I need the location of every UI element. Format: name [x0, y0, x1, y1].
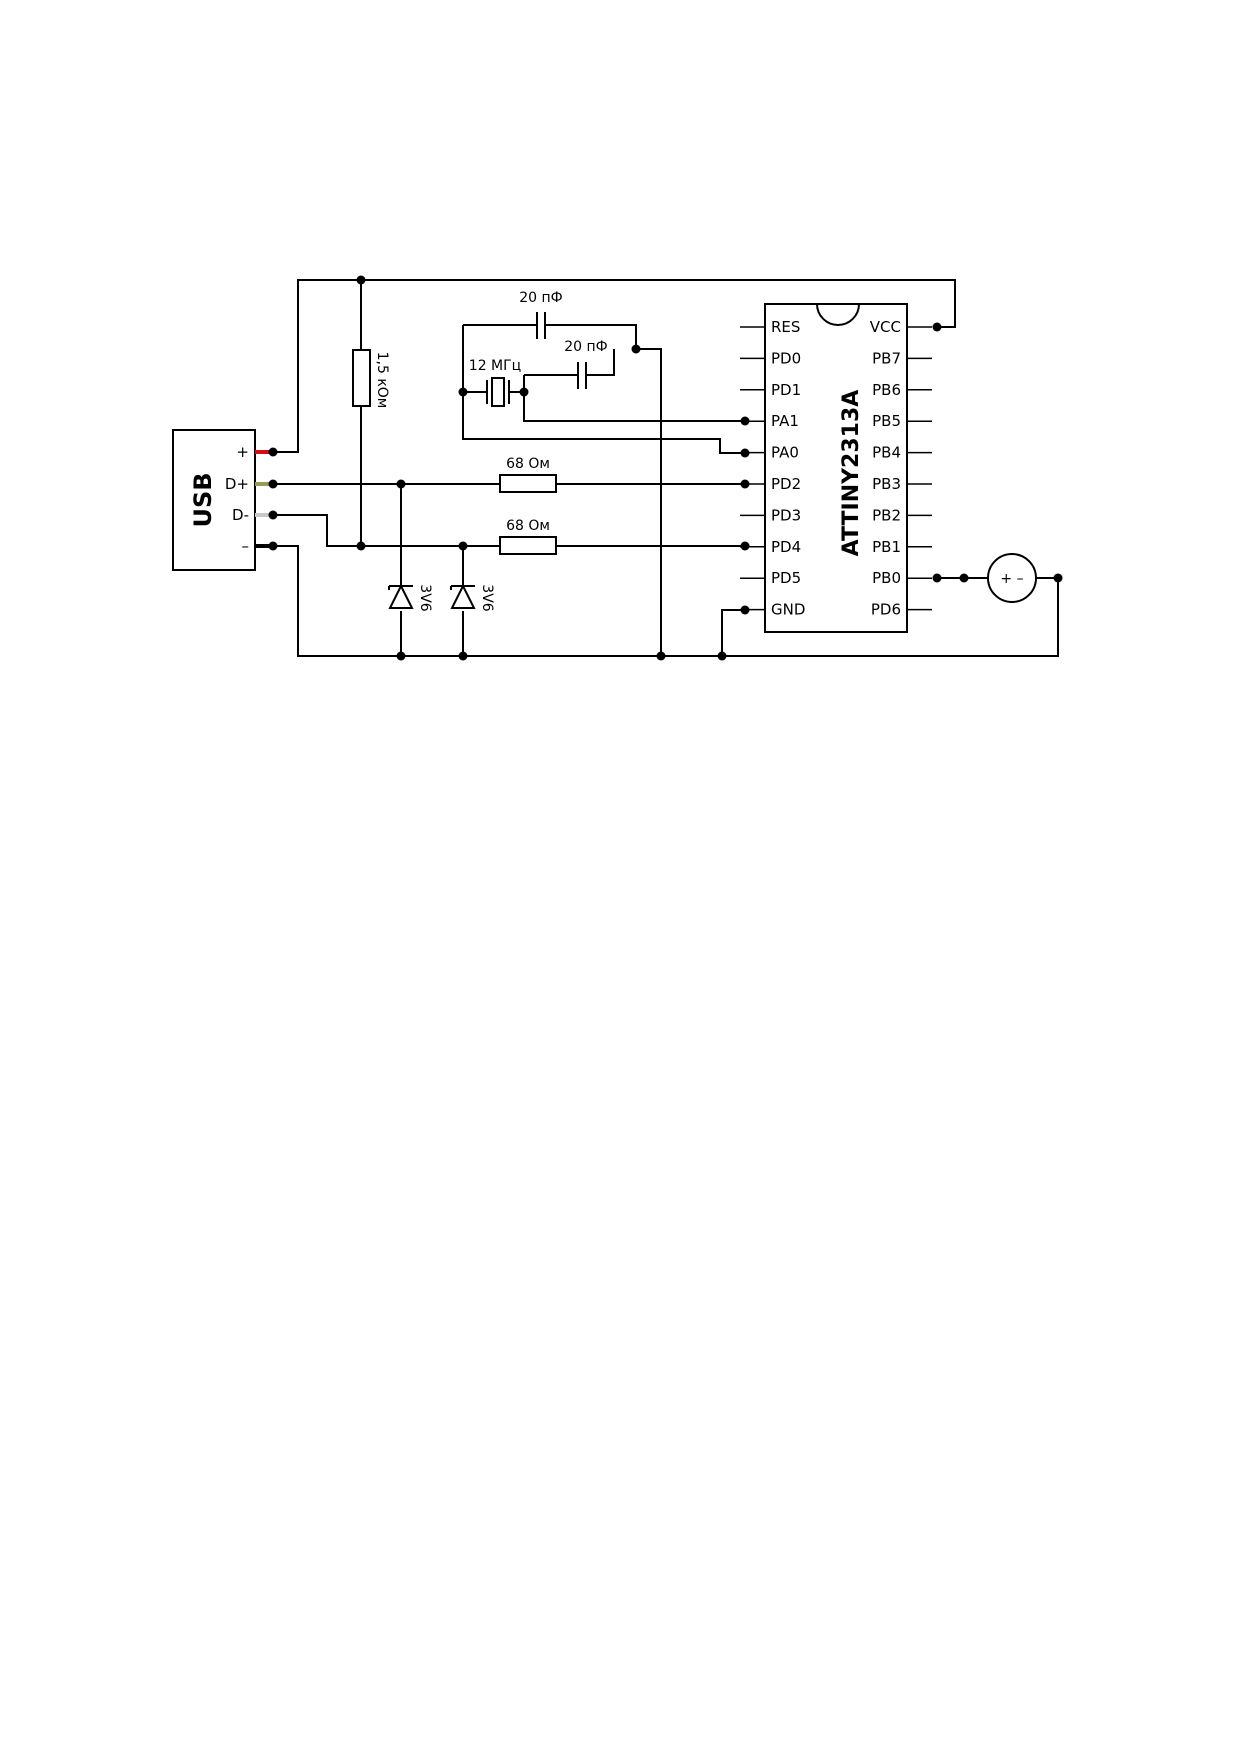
- junction-dot: [1053, 573, 1063, 583]
- zener-1-label: 3V6: [417, 584, 433, 611]
- wire-cap-top-right: [545, 324, 637, 349]
- chip-pin-label-pb1: PB1: [872, 538, 901, 556]
- junction-dot: [268, 447, 278, 457]
- resistor-dplus-body: [499, 474, 557, 493]
- capacitor-bottom-label: 20 пФ: [564, 339, 607, 355]
- chip-pin-label-pb0: PB0: [872, 569, 901, 587]
- resistor-dminus: 68 Ом: [499, 518, 557, 555]
- junction-dot: [740, 448, 750, 458]
- usb-connector: USB + D+ D- –: [172, 429, 270, 571]
- junction-dot: [268, 541, 278, 551]
- junction-dot: [740, 479, 750, 489]
- zener-2-label: 3V6: [479, 584, 495, 611]
- chip-pin-label-pd6: PD6: [871, 601, 901, 619]
- wire-gnd-rail: [265, 545, 1059, 657]
- crystal: 12 МГц: [469, 358, 521, 407]
- chip-pin-label-vcc: VCC: [870, 318, 901, 336]
- usb-pin-vbus-label: +: [236, 443, 249, 461]
- junction-dot: [932, 322, 942, 332]
- junction-dot: [268, 479, 278, 489]
- chip-pin-label-pb3: PB3: [872, 475, 901, 493]
- junction-dot: [959, 573, 969, 583]
- chip-notch: [816, 303, 860, 326]
- zener-2-bar: [450, 585, 475, 590]
- wire-pa1: [523, 375, 745, 422]
- junction-dot: [631, 344, 641, 354]
- usb-pin-dplus-label: D+: [225, 475, 249, 493]
- wire-chip-gnd: [721, 609, 745, 656]
- wire-cap-bottom-right: [586, 349, 615, 376]
- chip-pin-label-pb7: PB7: [872, 349, 901, 367]
- chip-pin-label-pb2: PB2: [872, 506, 901, 524]
- crystal-body: [491, 377, 505, 407]
- usb-pin-gnd-label: –: [242, 537, 250, 555]
- chip-body: [764, 303, 908, 633]
- wires: [265, 279, 1059, 657]
- junction-dot: [356, 275, 366, 285]
- zener-2-gap: [452, 585, 474, 611]
- zener-1-bar: [388, 585, 413, 590]
- junction-dot: [268, 510, 278, 520]
- pullup-resistor-label: 1,5 кОм: [374, 352, 390, 409]
- junction-dot: [356, 541, 366, 551]
- resistor-dminus-label: 68 Ом: [506, 518, 550, 534]
- junction-dot: [740, 605, 750, 615]
- chip-pin-label-pd3: PD3: [771, 506, 801, 524]
- capacitor-bottom: 20 пФ: [564, 339, 608, 389]
- resistor-dplus: 68 Ом: [499, 456, 557, 493]
- chip-pin-label-pb6: PB6: [872, 381, 901, 399]
- resistor-dminus-body: [499, 536, 557, 555]
- chip-pin-label-pd2: PD2: [771, 475, 801, 493]
- capacitor-top: 20 пФ: [519, 290, 563, 339]
- chip-pin-label-pd4: PD4: [771, 538, 801, 556]
- chip-pin-label-pb4: PB4: [872, 444, 901, 462]
- chip-pin-label-res: RES: [771, 318, 800, 336]
- pullup-resistor-body: [352, 349, 371, 407]
- usb-body: [172, 429, 256, 571]
- junction-dot: [740, 541, 750, 551]
- buzzer-polarity-label: + –: [1000, 571, 1023, 587]
- pullup-resistor: 1,5 кОм: [352, 349, 390, 409]
- zener-1-triangle: [388, 583, 414, 609]
- junction-dot: [458, 651, 468, 661]
- junction-dot: [740, 416, 750, 426]
- chip-pin-label-pb5: PB5: [872, 412, 901, 430]
- wire-cap-gnd: [636, 348, 662, 656]
- chip-name: ATTINY2313A: [839, 390, 864, 557]
- usb-pin-dminus-label: D-: [232, 506, 249, 524]
- junction-dots: [268, 275, 1063, 661]
- wire-pa0: [462, 325, 745, 454]
- junction-dot: [717, 651, 727, 661]
- chip-pin-label-pd1: PD1: [771, 381, 801, 399]
- junction-dot: [396, 479, 406, 489]
- crystal-label: 12 МГц: [469, 358, 521, 374]
- attiny2313a-chip: ATTINY2313A RES PD0PD1PA1PA0PD2PD3PD4PD5G…: [740, 303, 932, 633]
- buzzer: + –: [987, 553, 1037, 603]
- junction-dot: [656, 651, 666, 661]
- junction-dot: [396, 651, 406, 661]
- junction-dot: [932, 573, 942, 583]
- chip-pin-label-pd5: PD5: [771, 569, 801, 587]
- zener-2-triangle: [450, 583, 476, 609]
- chip-pin-label-pa0: PA0: [771, 444, 799, 462]
- usb-label: USB: [189, 472, 217, 527]
- chip-pin-label-gnd: GND: [771, 601, 805, 619]
- junction-dot: [458, 541, 468, 551]
- zener-1-gap: [390, 585, 412, 611]
- zener-diode-1: 3V6: [388, 583, 433, 612]
- capacitor-top-label: 20 пФ: [519, 290, 562, 306]
- resistor-dplus-label: 68 Ом: [506, 456, 550, 472]
- junction-dot: [458, 387, 468, 397]
- junction-dot: [519, 387, 529, 397]
- zener-diode-2: 3V6: [450, 583, 495, 612]
- wire-vcc-rail: [265, 279, 956, 453]
- chip-pin-label-pd0: PD0: [771, 349, 801, 367]
- chip-pin-label-pa1: PA1: [771, 412, 799, 430]
- buzzer-body: [987, 553, 1037, 603]
